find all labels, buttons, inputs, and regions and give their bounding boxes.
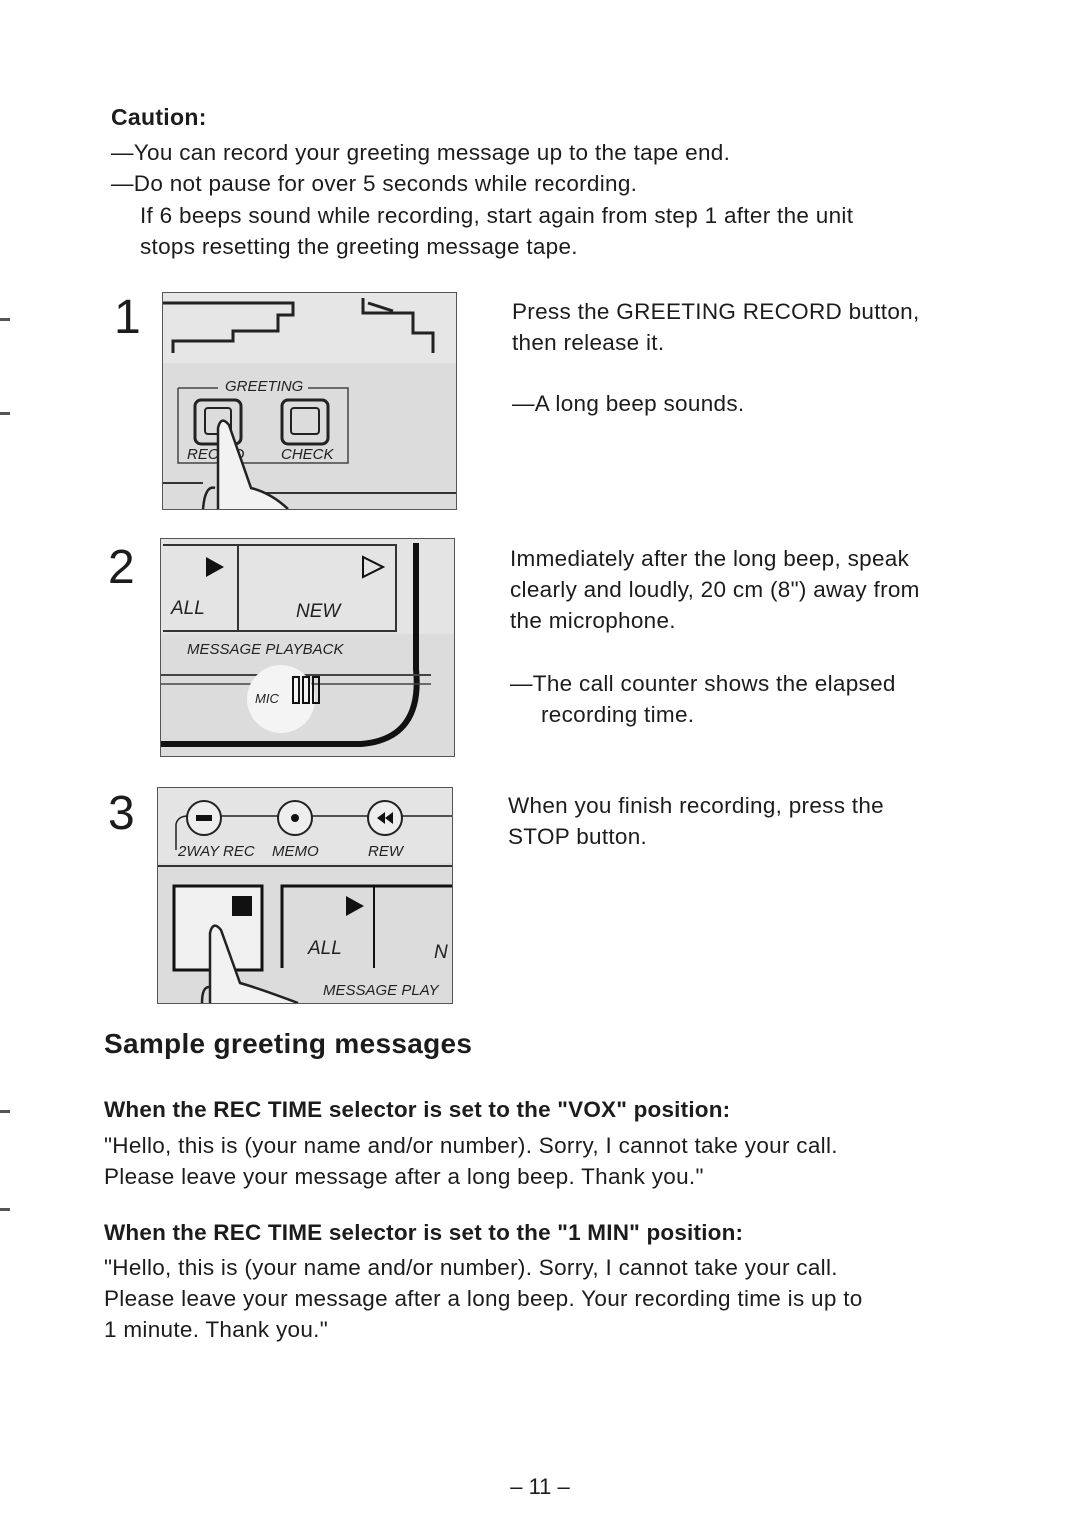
vox-message-line-1: "Hello, this is (your name and/or number… <box>104 1133 838 1158</box>
step-3-text-line-2: STOP button. <box>508 824 648 849</box>
step-1-text-line-2: then release it. <box>512 330 665 355</box>
scan-edge-mark <box>0 1208 10 1211</box>
new-label-partial: N <box>434 942 448 963</box>
one-min-message-line-3: 1 minute. Thank you." <box>104 1317 328 1342</box>
step-2-illustration: ALL NEW MESSAGE PLAYBACK MIC <box>160 538 455 757</box>
check-button-label: CHECK <box>281 446 335 463</box>
vox-heading: When the REC TIME selector is set to the… <box>104 1097 731 1122</box>
step-3-instruction: When you finish recording, press the STO… <box>508 790 978 852</box>
one-min-message-line-2: Please leave your message after a long b… <box>104 1286 863 1311</box>
caution-line-1: —You can record your greeting message up… <box>111 140 731 165</box>
step-2-note-line-2: recording time. <box>541 702 695 727</box>
step-1-illustration: GREETING REC RD CHECK <box>162 292 457 510</box>
step-2-number: 2 <box>108 541 135 594</box>
caution-line-2: —Do not pause for over 5 seconds while r… <box>111 171 638 196</box>
caution-line-4: stops resetting the greeting message tap… <box>140 234 578 259</box>
one-min-heading: When the REC TIME selector is set to the… <box>104 1220 744 1245</box>
step-3-illustration: 2WAY REC MEMO REW ALL N MESSAGE PLAY <box>157 787 453 1004</box>
step-2-instruction: Immediately after the long beep, speak c… <box>510 543 980 636</box>
scan-edge-mark <box>0 412 10 415</box>
one-min-message-line-1: "Hello, this is (your name and/or number… <box>104 1255 838 1280</box>
message-playback-panel-drawing: ALL NEW MESSAGE PLAYBACK MIC <box>161 539 454 747</box>
step-1-number: 1 <box>114 291 141 344</box>
sample-greetings-title: Sample greeting messages <box>104 1028 473 1059</box>
step-1-text-line-1: Press the GREETING RECORD button, <box>512 299 920 324</box>
one-min-sample-message: "Hello, this is (your name and/or number… <box>104 1252 1004 1345</box>
two-way-rec-label: 2WAY REC <box>177 843 255 860</box>
step-2-text-line-3: the microphone. <box>510 608 676 633</box>
all-label: ALL <box>170 598 205 619</box>
new-label: NEW <box>296 601 342 622</box>
step-3-text-line-1: When you finish recording, press the <box>508 793 884 818</box>
all-label: ALL <box>307 938 342 959</box>
vox-message-line-2: Please leave your message after a long b… <box>104 1164 704 1189</box>
scan-edge-mark <box>0 1110 10 1113</box>
memo-label: MEMO <box>272 843 319 860</box>
rew-label: REW <box>368 843 405 860</box>
caution-line-3: If 6 beeps sound while recording, start … <box>140 203 854 228</box>
caution-title: Caution: <box>111 104 207 130</box>
step-2-text-line-1: Immediately after the long beep, speak <box>510 546 910 571</box>
step-3-number: 3 <box>108 787 135 840</box>
step-1-instruction: Press the GREETING RECORD button, then r… <box>512 296 982 358</box>
step-2-note: —The call counter shows the elapsed reco… <box>510 668 980 730</box>
stop-button-panel-drawing: 2WAY REC MEMO REW ALL N MESSAGE PLAY <box>158 788 452 1003</box>
mic-label: MIC <box>255 691 279 706</box>
step-2-text-line-2: clearly and loudly, 20 cm (8") away from <box>510 577 920 602</box>
vox-sample-message: "Hello, this is (your name and/or number… <box>104 1130 1004 1192</box>
greeting-group-label: GREETING <box>225 378 304 395</box>
page-number: – 11 – <box>510 1474 570 1499</box>
step-2-note-line-1: —The call counter shows the elapsed <box>510 671 896 696</box>
message-playback-label: MESSAGE PLAYBACK <box>187 641 344 658</box>
scan-edge-mark <box>0 318 10 321</box>
step-1-note: —A long beep sounds. <box>512 391 745 416</box>
greeting-panel-drawing: GREETING REC RD CHECK <box>163 293 456 509</box>
message-play-label: MESSAGE PLAY <box>323 982 440 999</box>
